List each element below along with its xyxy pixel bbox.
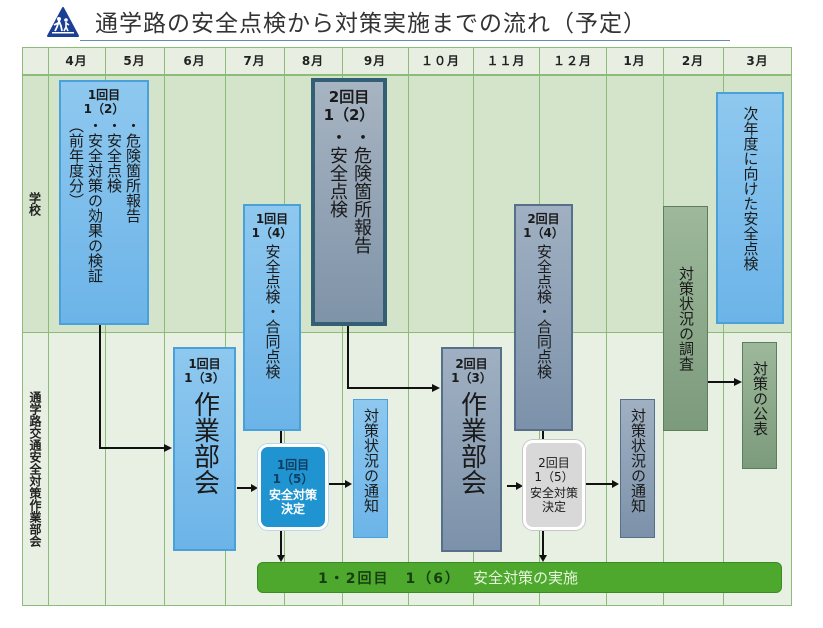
box-text: 対策状況の調査 (677, 266, 695, 371)
arrow-head-icon (277, 555, 285, 562)
box-line: （前年度分） (67, 118, 85, 208)
box-publish: 対策の公表 (742, 342, 777, 469)
connector-line (99, 325, 101, 449)
box-status-survey: 対策状況の調査 (663, 206, 708, 431)
grid-line (225, 47, 226, 606)
connector-line (237, 487, 251, 489)
connector-line (542, 530, 544, 556)
box-round2-working-group: 2回目 1（3） 作業部会 (441, 347, 502, 552)
box-heading: 2回目 1（5） (534, 456, 574, 484)
box-heading: 2回目 1（3） (451, 357, 492, 385)
box-text: 安全対策 決定 (268, 488, 317, 516)
box-round1-working-group: 1回目 1（3） 作業部会 (173, 347, 236, 551)
row-label-text: 学校 (27, 191, 42, 216)
box-round2-joint-check: 2回目 1（4） 安全点検・合同点検 (514, 204, 573, 431)
grid-line (342, 47, 343, 606)
arrow-head-icon (539, 555, 547, 562)
arrow-head-icon (164, 444, 172, 452)
box-line: ・安全点検 (327, 128, 348, 218)
page-title: 通学路の安全点検から対策実施までの流れ（予定） (95, 11, 647, 37)
month-header: 2月 (681, 54, 705, 68)
box-text: 対策の公表 (751, 361, 769, 436)
implementation-bar: 1・2回目 1（6） 安全対策の実施 (257, 562, 782, 593)
implementation-bar-prefix: 1・2回目 1（6） (318, 570, 461, 587)
box-round2-notice: 対策状況の通知 (620, 399, 655, 538)
box-round1-joint-check: 1回目 1（4） 安全点検・合同点検 (243, 204, 301, 431)
month-header: 1月 (623, 54, 646, 68)
row-label-committee: 通学路交通安全対策作業部会 (22, 332, 48, 606)
arrow-head-icon (612, 480, 619, 488)
box-round2-decision: 2回目 1（5） 安全対策 決定 (523, 440, 585, 530)
row-label-school: 学校 (22, 75, 48, 332)
month-header: 6月 (183, 54, 206, 68)
month-header: 3月 (746, 54, 769, 68)
box-text: 安全対策 決定 (529, 486, 578, 514)
box-round1-school-check: 1回目 1（2） ・危険箇所報告 ・安全点検 ・安全対策の効果の検証 （前年度分… (59, 80, 149, 325)
box-heading: 1回目 1（3） (184, 357, 225, 385)
connector-line (507, 485, 517, 487)
box-text: 対策状況の通知 (362, 408, 380, 513)
connector-line (585, 483, 613, 485)
month-header: 9月 (363, 54, 387, 68)
arrow-head-icon (734, 378, 742, 386)
grid-line (606, 47, 607, 606)
box-text: 対策状況の通知 (629, 408, 647, 513)
school-crossing-sign-icon (46, 6, 80, 40)
connector-line (280, 430, 282, 446)
connector-line (99, 447, 165, 449)
box-round1-decision: 1回目 1（5） 安全対策 決定 (258, 444, 328, 530)
month-header: 4月 (65, 54, 88, 68)
box-text: 作業部会 (189, 391, 220, 495)
implementation-bar-text: 安全対策の実施 (472, 569, 578, 587)
box-text: 次年度に向けた安全点検 (741, 106, 760, 271)
grid-line (48, 47, 49, 606)
connector-line (280, 530, 282, 556)
month-header: １１月 (486, 54, 526, 68)
month-header: 5月 (123, 54, 146, 68)
box-text: 安全点検・合同点検 (535, 244, 553, 379)
grid-line (22, 332, 792, 333)
grid-line (164, 47, 165, 606)
arrow-head-icon (251, 484, 258, 492)
grid-line (408, 47, 409, 606)
box-round1-notice: 対策状況の通知 (353, 399, 388, 538)
box-round2-school-check: 2回目 1（2） ・危険箇所報告 ・安全点検 (311, 78, 387, 326)
grid-line (22, 75, 792, 76)
title-underline (80, 40, 730, 41)
connector-line (347, 387, 433, 389)
arrow-head-icon (345, 480, 352, 488)
box-line: ・安全対策の効果の検証 (86, 118, 104, 283)
box-line: ・危険箇所報告 (124, 118, 142, 223)
box-text: 作業部会 (456, 391, 487, 495)
connector-line (708, 381, 735, 383)
box-next-year-check: 次年度に向けた安全点検 (716, 92, 784, 324)
box-heading: 1回目 1（5） (272, 458, 314, 486)
box-line: ・危険箇所報告 (351, 128, 372, 254)
month-header: １２月 (552, 54, 592, 68)
box-heading: 1回目 1（4） (251, 212, 293, 240)
box-heading: 2回目 1（2） (323, 88, 375, 124)
grid-line (473, 47, 474, 606)
row-label-text: 通学路交通安全対策作業部会 (28, 391, 42, 547)
grid-line (723, 47, 724, 606)
month-header: 8月 (301, 54, 325, 68)
connector-line (328, 483, 345, 485)
box-heading: 2回目 1（4） (523, 212, 564, 240)
month-header: １０月 (420, 54, 460, 68)
month-header: 7月 (243, 54, 266, 68)
box-heading: 1回目 1（2） (83, 88, 125, 116)
arrow-head-icon (516, 482, 523, 490)
arrow-head-icon (432, 384, 440, 392)
box-line: ・安全点検 (105, 118, 123, 193)
box-text: 安全点検・合同点検 (263, 244, 282, 379)
grid-line (105, 47, 106, 606)
schedule-table (22, 47, 792, 606)
connector-line (347, 325, 349, 389)
connector-line (542, 430, 544, 442)
